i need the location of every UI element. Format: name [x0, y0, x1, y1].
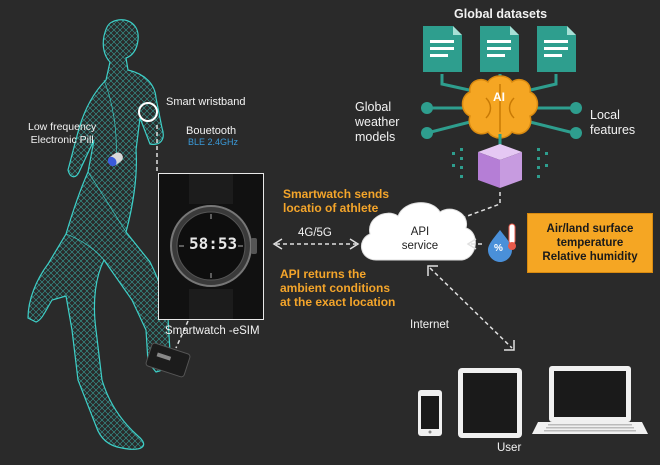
api-service-label: API service [394, 225, 446, 253]
api-service-line-1: API [410, 226, 430, 238]
phone-icon [418, 390, 442, 436]
local-features-line-1: Local [590, 108, 620, 122]
api-returns-line-1: API returns the [280, 267, 367, 281]
network-label: 4G/5G [298, 227, 332, 239]
env-box-line-3: Relative humidity [542, 251, 638, 263]
brain-ai-icon [461, 75, 539, 139]
global-weather-models-label: Global weather models [355, 100, 399, 145]
env-box-line-1: Air/land surface [546, 223, 634, 235]
user-label: User [497, 442, 522, 454]
data-cube-icon [478, 144, 522, 188]
api-returns-line-2: ambient conditions [280, 281, 391, 295]
weather-models-line-1: Global [355, 100, 392, 114]
local-features-line-2: features [590, 123, 636, 137]
smartwatch-sends-line-2: locatio of athlete [283, 201, 379, 215]
weather-models-line-2: weather [355, 115, 400, 129]
human-body-mesh [27, 19, 171, 450]
smart-wristband-label: Smart wristband [166, 96, 246, 108]
smartwatch-panel: 58:53 [158, 173, 264, 320]
api-returns-line-3: at the exact location [280, 295, 396, 309]
document-icon [537, 26, 576, 72]
local-features-label: Local features [590, 108, 635, 138]
wristband-icon [138, 102, 158, 122]
smartwatch-sends-label: Smartwatch sends locatio of athlete [283, 187, 389, 215]
pill-label: Low frequency Electronic Pill [28, 121, 96, 147]
tablet-icon [458, 368, 522, 438]
document-icon [423, 26, 462, 72]
api-service-line-2: service [401, 240, 439, 252]
weather-models-line-3: models [355, 130, 396, 144]
humidity-symbol: % [494, 243, 503, 254]
api-returns-label: API returns the ambient conditions at th… [280, 267, 395, 309]
pill-label-line-2: Electronic Pill [30, 134, 94, 146]
humidity-drop-icon [488, 230, 512, 262]
watch-time-display: 58:53 [189, 234, 238, 253]
env-box-line-2: temperature [556, 237, 624, 249]
cloud-icon [361, 202, 476, 261]
sensor-device-icon [145, 342, 191, 378]
ambient-conditions-box: Air/land surface temperature Relative hu… [527, 213, 653, 273]
ble-label: BLE 2.4GHz [188, 137, 239, 147]
pill-label-line-1: Low frequency [28, 121, 97, 133]
bluetooth-label: Bouetooth [186, 125, 237, 137]
global-datasets-label: Global datasets [454, 7, 548, 21]
document-icon [480, 26, 519, 72]
smartwatch-sends-line-1: Smartwatch sends [283, 187, 390, 201]
thermometer-icon [508, 223, 516, 250]
smartwatch-icon [170, 174, 257, 319]
pill-icon [107, 152, 123, 167]
smartwatch-esim-label: Smartwatch -eSIM [165, 325, 260, 337]
internet-label: Internet [410, 319, 449, 331]
ai-label: AI [493, 90, 505, 104]
laptop-icon [532, 366, 648, 434]
